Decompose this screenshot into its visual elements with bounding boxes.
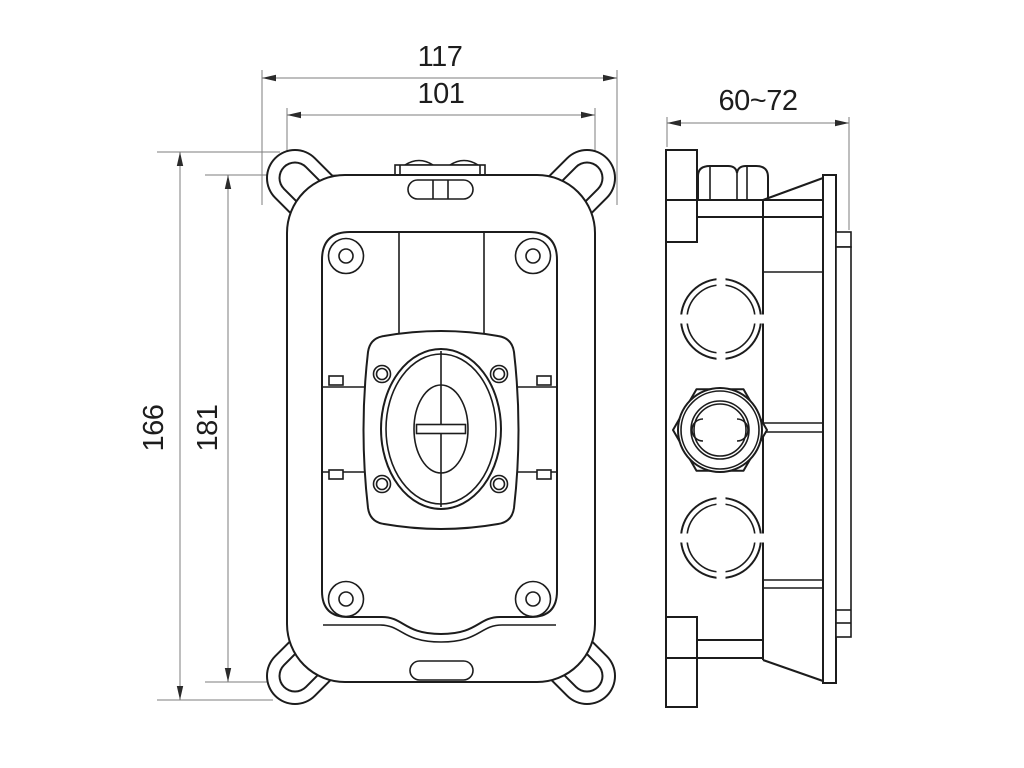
arrow-down-icon xyxy=(176,686,184,700)
front-plate-edge xyxy=(665,149,698,708)
side-view: 60~72 xyxy=(665,85,852,708)
arrow-right-icon xyxy=(835,119,849,127)
dim-height-outer: 166 xyxy=(138,151,280,701)
top-fitting xyxy=(394,159,486,177)
dim-overall-width-label: 117 xyxy=(418,41,463,73)
knockout-ring-top xyxy=(677,275,764,364)
flange-screw-holes xyxy=(372,364,509,494)
dim-depth: 60~72 xyxy=(666,85,850,230)
side-port xyxy=(672,387,768,473)
dim-depth-label: 60~72 xyxy=(719,85,798,117)
rear-plate xyxy=(822,174,852,684)
arrow-up-icon xyxy=(176,152,184,166)
plug-slot xyxy=(415,423,467,435)
panel-bottom-rim xyxy=(323,624,556,643)
arrow-left-icon xyxy=(287,111,301,119)
rear-rail xyxy=(835,246,852,638)
knockout-ring-bottom xyxy=(677,494,764,583)
dim-height-inner: 181 xyxy=(192,174,440,683)
port-notch xyxy=(736,418,749,442)
side-tabs xyxy=(328,375,552,480)
bottom-pill xyxy=(409,660,474,681)
valve-flange xyxy=(362,330,520,530)
arrow-down-icon xyxy=(224,668,232,682)
dim-height-inner-label: 181 xyxy=(192,405,224,452)
arrow-up-icon xyxy=(224,175,232,189)
dim-inner-width: 101 xyxy=(286,78,596,174)
dim-inner-width-label: 101 xyxy=(418,78,465,110)
hex-fitting xyxy=(697,165,769,201)
arrow-right-icon xyxy=(581,111,595,119)
top-pill xyxy=(407,179,474,200)
front-view: 117 101 166 181 xyxy=(138,41,618,705)
arrow-left-icon xyxy=(667,119,681,127)
arrow-right-icon xyxy=(603,74,617,82)
port-notch xyxy=(691,418,704,442)
dim-height-outer-label: 166 xyxy=(138,405,170,452)
corner-screws xyxy=(327,237,552,618)
arrow-left-icon xyxy=(262,74,276,82)
rail-top-tab xyxy=(835,231,852,248)
dim-overall-width: 117 xyxy=(261,41,618,205)
